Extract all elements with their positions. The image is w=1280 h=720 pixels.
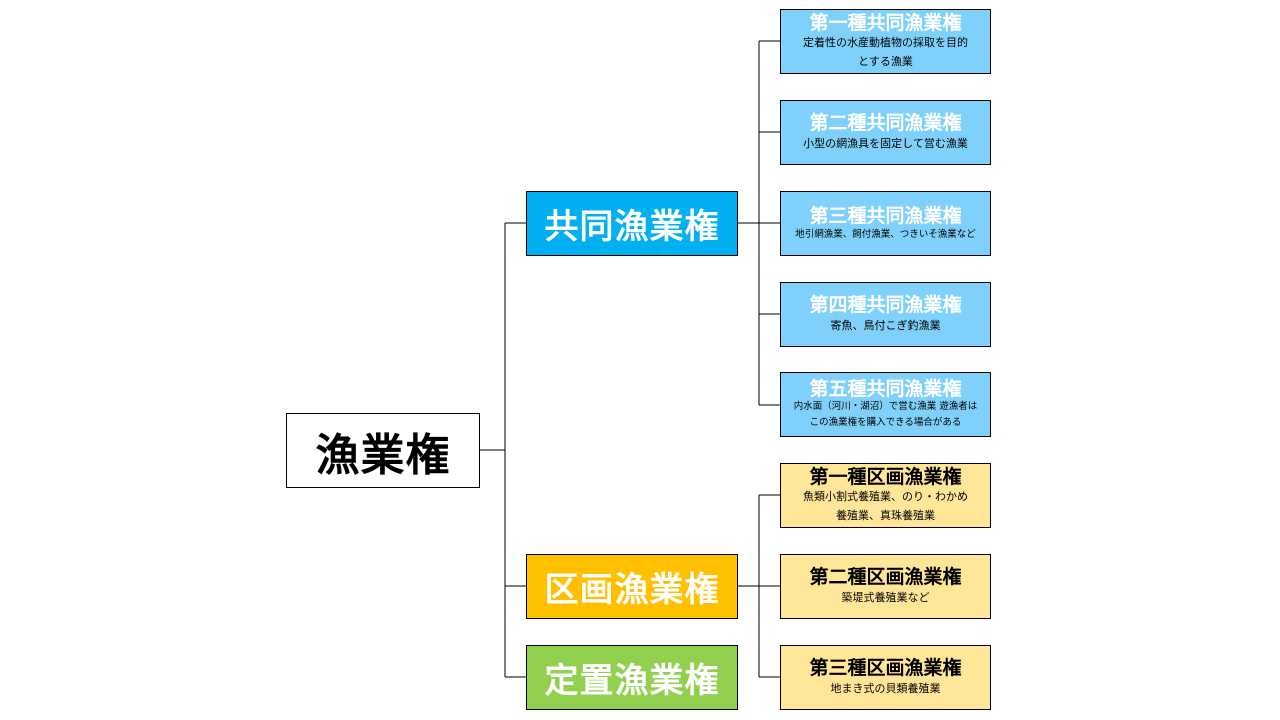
leaf-common-4: 第四種共同漁業権 寄魚、鳥付こぎ釣漁業 — [780, 282, 991, 347]
leaf-title: 第四種共同漁業権 — [809, 294, 962, 316]
leaf-title: 第一種区画漁業権 — [809, 465, 962, 488]
leaf-desc: 寄魚、鳥付こぎ釣漁業 — [830, 319, 941, 332]
leaf-title: 第三種共同漁業権 — [809, 204, 962, 227]
leaf-desc: 養殖業、真珠養殖業 — [836, 508, 935, 522]
leaf-common-2: 第二種共同漁業権 小型の網漁具を固定して営む漁業 — [780, 100, 991, 165]
branch-label: 区画漁業権 — [544, 570, 720, 610]
branch-common: 共同漁業権 — [526, 191, 738, 256]
leaf-desc: 地まき式の貝類養殖業 — [830, 682, 941, 695]
branch-label: 共同漁業権 — [544, 207, 720, 247]
leaf-title: 第一種共同漁業権 — [809, 11, 962, 34]
leaf-demarcated-1: 第一種区画漁業権 魚類小割式養殖業、のり・わかめ 養殖業、真珠養殖業 — [780, 463, 991, 528]
leaf-common-5: 第五種共同漁業権 内水面（河川・湖沼）で営む漁業 遊漁者は この漁業権を購入でき… — [780, 372, 991, 437]
leaf-common-3: 第三種共同漁業権 地引網漁業、飼付漁業、つきいそ漁業など — [780, 191, 991, 256]
branch-setnet: 定置漁業権 — [526, 645, 738, 710]
leaf-desc: 魚類小割式養殖業、のり・わかめ — [803, 489, 968, 503]
leaf-title: 第三種区画漁業権 — [809, 657, 962, 679]
leaf-demarcated-3: 第三種区画漁業権 地まき式の貝類養殖業 — [780, 645, 991, 710]
root-node: 漁業権 — [286, 413, 480, 488]
leaf-common-1: 第一種共同漁業権 定着性の水産動植物の採取を目的 とする漁業 — [780, 9, 991, 74]
leaf-desc: 定着性の水産動植物の採取を目的 — [803, 35, 968, 49]
leaf-title: 第二種共同漁業権 — [809, 112, 962, 134]
leaf-title: 第五種共同漁業権 — [809, 377, 962, 400]
leaf-desc: 地引網漁業、飼付漁業、つきいそ漁業など — [795, 228, 976, 240]
leaf-desc: 内水面（河川・湖沼）で営む漁業 遊漁者は — [793, 400, 978, 412]
leaf-desc: 小型の網漁具を固定して営む漁業 — [803, 137, 968, 150]
leaf-desc: 築堤式養殖業など — [841, 591, 930, 604]
branch-label: 定置漁業権 — [544, 661, 720, 701]
branch-demarcated: 区画漁業権 — [526, 554, 738, 619]
leaf-desc: とする漁業 — [858, 54, 913, 68]
leaf-title: 第二種区画漁業権 — [809, 566, 962, 588]
leaf-desc: この漁業権を購入できる場合がある — [809, 416, 962, 428]
leaf-demarcated-2: 第二種区画漁業権 築堤式養殖業など — [780, 554, 991, 619]
root-label: 漁業権 — [315, 429, 451, 481]
